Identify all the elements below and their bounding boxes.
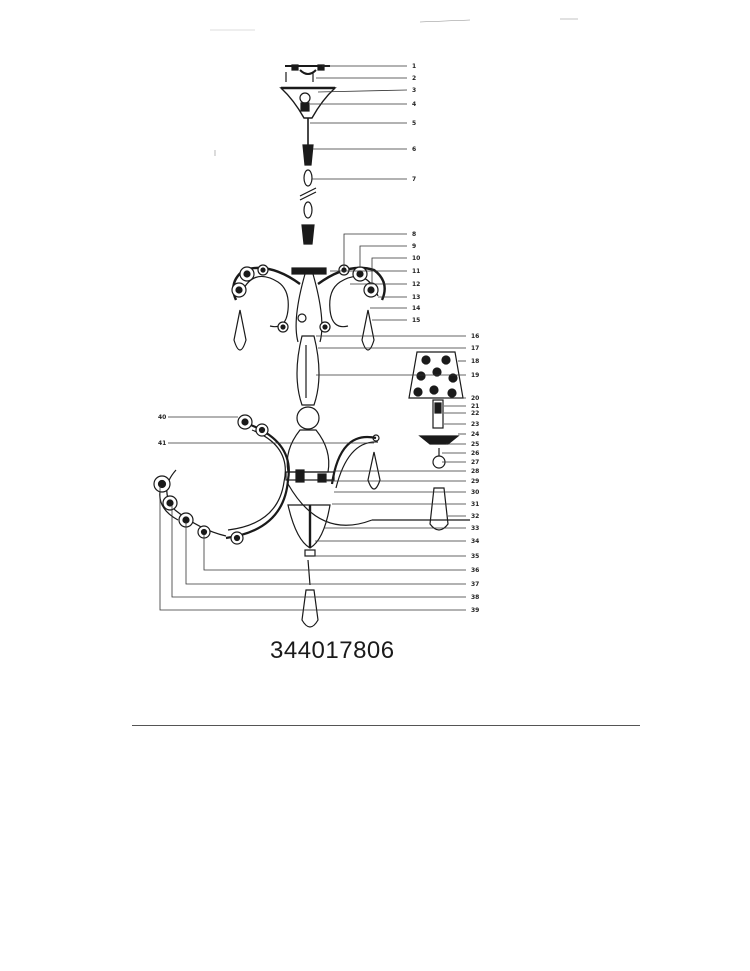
leader-line-38	[171, 505, 466, 598]
callout-number-4: 4	[412, 101, 416, 108]
callout-number-34: 34	[471, 538, 479, 545]
lower-arms	[153, 414, 470, 545]
leader-line-39	[159, 486, 466, 611]
callout-number-10: 10	[412, 255, 420, 262]
callout-number-6: 6	[412, 146, 416, 153]
leader-line-9	[359, 245, 407, 268]
callout-number-35: 35	[471, 553, 479, 560]
divider-line	[132, 725, 640, 726]
callout-number-33: 33	[471, 525, 479, 532]
callout-number-19: 19	[471, 372, 479, 379]
callout-number-12: 12	[412, 281, 420, 288]
leader-line-10	[371, 257, 407, 284]
callout-number-41: 41	[158, 440, 166, 447]
callout-number-11: 11	[412, 268, 420, 275]
callout-number-40: 40	[158, 414, 166, 421]
leader-lines	[159, 65, 466, 611]
upper-arms	[231, 264, 386, 351]
callout-number-23: 23	[471, 421, 479, 428]
scan-artifacts	[210, 18, 578, 156]
callout-number-1: 1	[412, 63, 416, 70]
callout-number-3: 3	[412, 87, 416, 94]
callout-number-16: 16	[471, 333, 479, 340]
callout-number-29: 29	[471, 478, 479, 485]
callout-number-21: 21	[471, 403, 479, 410]
leader-line-3	[317, 89, 408, 93]
callout-number-14: 14	[412, 305, 420, 312]
bottom-finial	[287, 504, 331, 628]
callout-number-20: 20	[471, 395, 479, 402]
callout-number-5: 5	[412, 120, 416, 127]
leader-line-8	[343, 233, 407, 268]
model-number: 344017806	[270, 637, 395, 664]
callout-number-15: 15	[412, 317, 420, 324]
callout-number-24: 24	[471, 431, 479, 438]
callout-number-28: 28	[471, 468, 479, 475]
leader-line-36	[203, 534, 466, 571]
callout-number-13: 13	[412, 294, 420, 301]
central-column	[285, 335, 335, 483]
callout-number-7: 7	[412, 176, 416, 183]
callout-number-38: 38	[471, 594, 479, 601]
callout-number-37: 37	[471, 581, 479, 588]
callout-number-31: 31	[471, 501, 479, 508]
callout-number-9: 9	[412, 243, 416, 250]
callout-number-32: 32	[471, 513, 479, 520]
callout-number-27: 27	[471, 459, 479, 466]
callout-number-25: 25	[471, 441, 479, 448]
callout-number-26: 26	[471, 450, 479, 457]
callout-labels: 1234567891011121314151617181920212223242…	[158, 63, 479, 614]
callout-number-8: 8	[412, 231, 416, 238]
callout-number-18: 18	[471, 358, 479, 365]
callout-number-39: 39	[471, 607, 479, 614]
chandelier-drawing	[153, 64, 470, 628]
canopy-assembly	[279, 64, 337, 145]
candle-assembly	[408, 351, 464, 531]
callout-number-36: 36	[471, 567, 479, 574]
callout-number-2: 2	[412, 75, 416, 82]
callout-number-17: 17	[471, 345, 479, 352]
callout-number-22: 22	[471, 410, 479, 417]
chain	[299, 144, 317, 245]
callout-number-30: 30	[471, 489, 479, 496]
leader-line-37	[185, 522, 466, 585]
